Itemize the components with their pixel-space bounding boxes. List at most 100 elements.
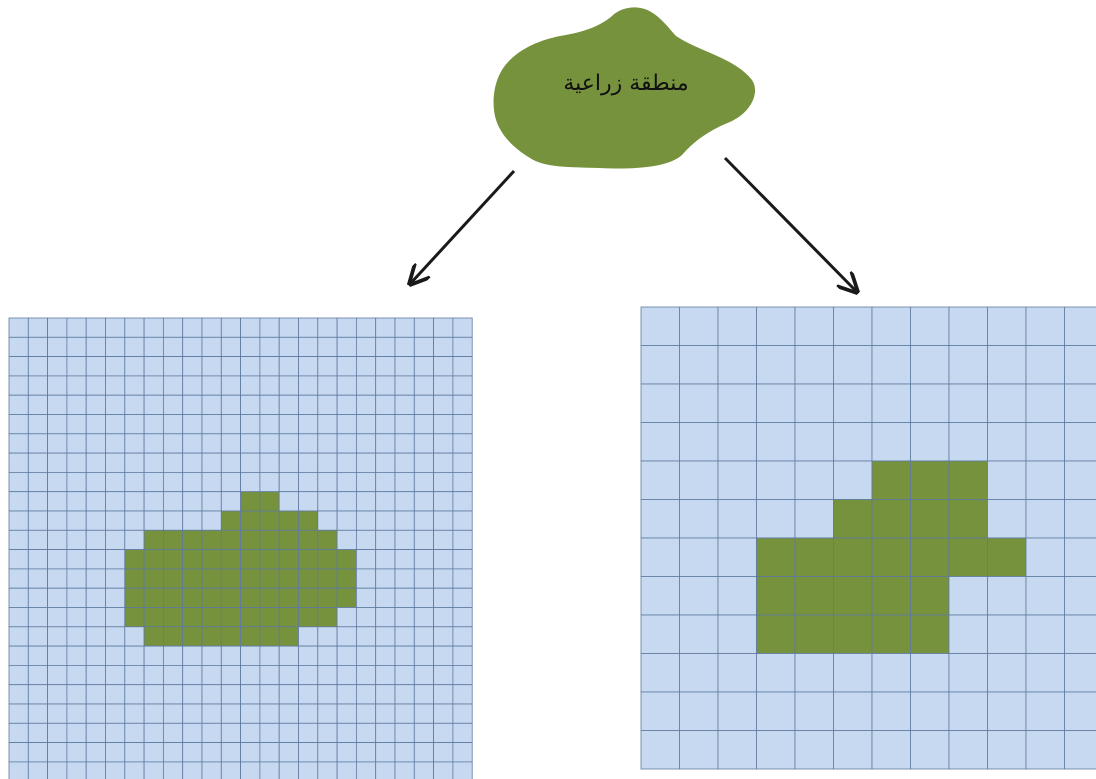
fine-grid-cell bbox=[143, 452, 164, 473]
fine-grid-cell bbox=[66, 587, 87, 608]
fine-grid-cell bbox=[85, 761, 106, 779]
coarse-grid-cell bbox=[833, 653, 873, 693]
fine-grid-cell bbox=[182, 452, 203, 473]
fine-grid-cell bbox=[259, 645, 280, 666]
coarse-grid-cell bbox=[794, 422, 834, 462]
fine-grid-cell bbox=[27, 587, 48, 608]
coarse-grid-cell bbox=[679, 383, 719, 423]
fine-grid-cell-filled bbox=[182, 568, 203, 589]
fine-grid-cell bbox=[220, 665, 242, 686]
fine-grid-cell bbox=[433, 433, 454, 454]
fine-grid-cell-filled bbox=[317, 568, 338, 589]
coarse-grid-cell bbox=[679, 422, 719, 462]
fine-grid-cell bbox=[182, 510, 203, 531]
coarse-grid-cell bbox=[756, 345, 796, 385]
coarse-grid-cell-filled bbox=[871, 576, 911, 616]
fine-grid-cell-filled bbox=[240, 491, 261, 512]
arrow-to-fine-grid bbox=[410, 169, 516, 284]
coarse-grid-cell bbox=[794, 730, 834, 770]
fine-grid-cell bbox=[105, 684, 126, 705]
fine-grid-cell bbox=[317, 414, 338, 435]
fine-grid-cell bbox=[413, 722, 434, 743]
fine-grid-cell bbox=[355, 529, 377, 550]
fine-grid-cell-filled bbox=[259, 626, 280, 647]
fine-grid-cell bbox=[394, 529, 415, 550]
fine-grid-cell bbox=[162, 491, 184, 512]
coarse-grid-cell-filled bbox=[910, 614, 950, 654]
fine-grid-cell bbox=[259, 703, 280, 724]
coarse-grid-cell bbox=[910, 653, 950, 693]
fine-grid-cell bbox=[452, 684, 473, 705]
coarse-grid-cell bbox=[833, 345, 873, 385]
fine-grid-cell bbox=[105, 529, 126, 550]
fine-grid-cell-filled bbox=[220, 549, 242, 570]
fine-grid-cell-filled bbox=[182, 626, 203, 647]
fine-grid-cell bbox=[162, 336, 184, 357]
agricultural-region: منطقة زراعية bbox=[493, 7, 756, 169]
coarse-grid-cell bbox=[640, 306, 680, 346]
coarse-grid-cell bbox=[756, 383, 796, 423]
fine-grid-cell-filled bbox=[240, 607, 261, 628]
fine-grid-cell bbox=[220, 375, 242, 396]
coarse-grid-cell bbox=[871, 422, 911, 462]
fine-grid-cell bbox=[317, 317, 338, 338]
fine-grid-cell bbox=[394, 626, 415, 647]
fine-grid-cell-filled bbox=[162, 587, 184, 608]
fine-grid-cell bbox=[182, 761, 203, 779]
fine-grid-cell-filled bbox=[182, 549, 203, 570]
fine-grid-cell-filled bbox=[298, 568, 319, 589]
fine-grid-cell bbox=[27, 703, 48, 724]
fine-grid-cell bbox=[85, 607, 106, 628]
fine-grid-cell bbox=[394, 703, 415, 724]
fine-grid-cell bbox=[105, 491, 126, 512]
fine-grid-cell bbox=[220, 684, 242, 705]
fine-grid-cell bbox=[278, 471, 299, 493]
coarse-grid-cell bbox=[756, 499, 796, 539]
fine-grid-cell bbox=[317, 761, 338, 779]
fine-grid-cell bbox=[413, 665, 434, 686]
fine-grid-cell bbox=[182, 394, 203, 415]
fine-grid-cell-filled bbox=[298, 510, 319, 531]
fine-grid-cell bbox=[182, 336, 203, 357]
fine-grid-cell bbox=[8, 510, 29, 531]
coarse-grid-cell bbox=[910, 383, 950, 423]
fine-grid-cell bbox=[298, 317, 319, 338]
coarse-grid-cell-filled bbox=[833, 576, 873, 616]
fine-grid-cell bbox=[298, 742, 319, 763]
fine-grid-cell bbox=[433, 375, 454, 396]
fine-grid-cell bbox=[413, 587, 434, 608]
fine-grid-cell bbox=[143, 471, 164, 493]
fine-grid-cell bbox=[182, 645, 203, 666]
fine-grid-cell bbox=[298, 356, 319, 377]
fine-grid-cell-filled bbox=[220, 626, 242, 647]
fine-grid-cell-filled bbox=[182, 587, 203, 608]
fine-grid-cell bbox=[394, 587, 415, 608]
fine-grid-cell bbox=[8, 742, 29, 763]
fine-grid-cell bbox=[105, 607, 126, 628]
coarse-grid-cell bbox=[640, 614, 680, 654]
coarse-grid-cell bbox=[717, 422, 757, 462]
coarse-grid-cell bbox=[640, 422, 680, 462]
fine-grid-cell bbox=[452, 665, 473, 686]
fine-grid-cell bbox=[278, 645, 299, 666]
fine-grid-cell bbox=[375, 510, 396, 531]
fine-grid-cell bbox=[124, 703, 145, 724]
fine-grid-cell bbox=[278, 452, 299, 473]
fine-grid-cell bbox=[375, 742, 396, 763]
fine-grid-cell bbox=[182, 356, 203, 377]
coarse-grid-cell bbox=[833, 730, 873, 770]
fine-grid-cell bbox=[375, 549, 396, 570]
fine-grid-cell bbox=[201, 471, 222, 493]
coarse-grid-cell bbox=[1025, 691, 1065, 731]
fine-grid-cell-filled bbox=[278, 587, 299, 608]
coarse-grid-cell bbox=[717, 383, 757, 423]
fine-grid-cell bbox=[355, 414, 377, 435]
fine-grid-cell bbox=[85, 722, 106, 743]
fine-grid-cell bbox=[85, 703, 106, 724]
fine-grid-cell bbox=[27, 626, 48, 647]
fine-grid-cell-filled bbox=[162, 568, 184, 589]
fine-grid-cell bbox=[124, 414, 145, 435]
fine-grid-cell bbox=[375, 568, 396, 589]
fine-grid-cell bbox=[317, 510, 338, 531]
fine-grid-cell-filled bbox=[278, 549, 299, 570]
